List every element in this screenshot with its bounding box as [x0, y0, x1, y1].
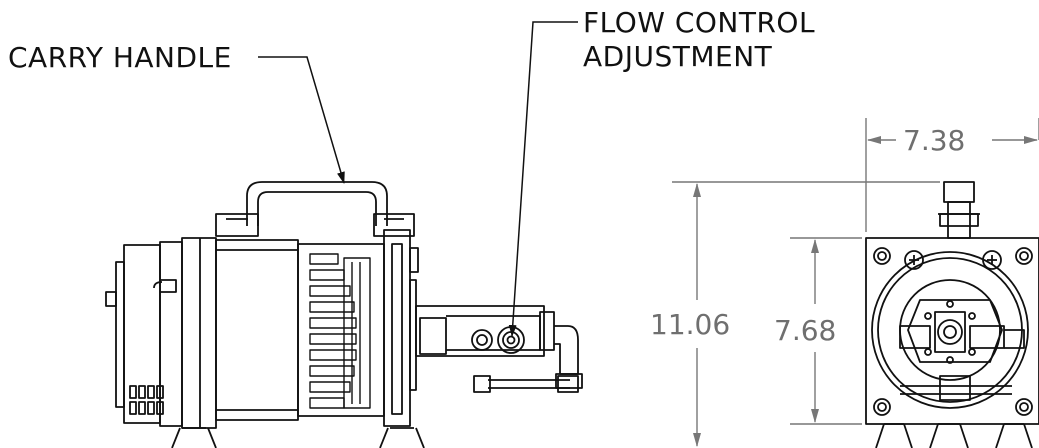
carry-handle-label: CARRY HANDLE [8, 41, 232, 74]
rear-end-cap [105, 237, 217, 429]
flow-control-leader [508, 21, 578, 337]
front-frame [865, 237, 1039, 425]
side-view-pump [105, 181, 583, 448]
cooling-fins [309, 253, 371, 409]
motor-body [215, 239, 385, 421]
carry-handle [215, 181, 415, 237]
carry-handle-leader [258, 56, 345, 184]
dimension-lines [672, 118, 1039, 447]
pump-head [415, 305, 583, 393]
overall-height-dimension: 11.06 [650, 308, 730, 341]
body-height-dimension: 7.68 [774, 314, 836, 347]
side-feet [171, 427, 425, 448]
flow-control-label-line1: FLOW CONTROL [583, 6, 815, 39]
front-view-pump [865, 181, 1039, 448]
front-flange [383, 229, 419, 427]
flow-control-label-line2: ADJUSTMENT [583, 40, 773, 73]
front-feet [875, 423, 1033, 448]
frame-corner-bolts [873, 247, 1033, 416]
front-faceplate [871, 250, 1029, 409]
top-port [938, 181, 980, 239]
width-dimension: 7.38 [903, 124, 965, 157]
